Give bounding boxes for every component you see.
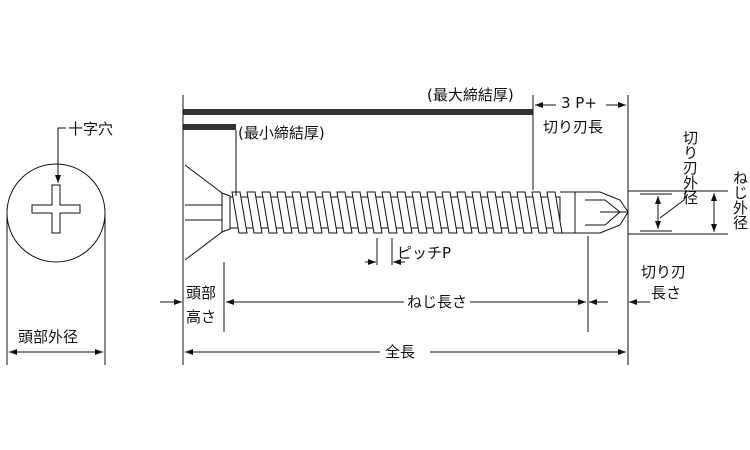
thread-crest <box>336 191 353 234</box>
min-thickness-bar <box>183 124 236 130</box>
three-p-plus-label: 3 P+ <box>561 94 597 112</box>
head-diameter-label: 頭部外径 <box>18 328 78 346</box>
thread-crest <box>531 191 548 234</box>
thread-crest <box>381 191 398 234</box>
head-top-view <box>6 127 106 365</box>
thread-crest <box>246 191 263 234</box>
thread-diameter-label: ねじ外径 <box>731 170 749 230</box>
head-height-label-2: 高さ <box>186 308 216 326</box>
cross-recess-label: 十字穴 <box>68 120 113 138</box>
thread-crest <box>426 191 443 234</box>
thread-crest <box>306 191 323 234</box>
thread-crest <box>276 191 293 234</box>
cutter-length-label-1: 切り刃 <box>641 263 686 281</box>
head-height-label-1: 頭部 <box>186 284 216 302</box>
pitch-label: ピッチP <box>397 244 451 262</box>
thread-crest <box>366 191 383 234</box>
max-thickness-label: (最大締結厚) <box>427 86 514 104</box>
cutter-length-label-2: 長さ <box>651 284 681 302</box>
thread-crest <box>321 191 338 234</box>
thread-length-label: ねじ長さ <box>407 293 467 311</box>
thread-crest <box>231 191 248 234</box>
total-length-label: 全長 <box>385 343 415 361</box>
cross-recess-icon <box>31 184 81 234</box>
min-thickness-label: (最小締結厚) <box>238 124 325 142</box>
thread-crest <box>441 191 458 234</box>
thread-crest <box>516 191 533 234</box>
max-thickness-bar <box>183 109 533 115</box>
thread-crest <box>291 191 308 234</box>
thread-crest <box>456 191 473 234</box>
thread-crest <box>486 191 503 234</box>
thread-crest <box>501 191 518 234</box>
thread-crest <box>396 191 413 234</box>
thread-crest <box>471 191 488 234</box>
cutter-diameter-label: 切り刃外径 <box>681 130 699 205</box>
thread-crest <box>411 191 428 234</box>
thread-crest <box>351 191 368 234</box>
cutter-length-top-label: 切り刃長 <box>543 118 603 136</box>
screw-side-view <box>182 163 629 262</box>
thread-crest <box>261 191 278 234</box>
